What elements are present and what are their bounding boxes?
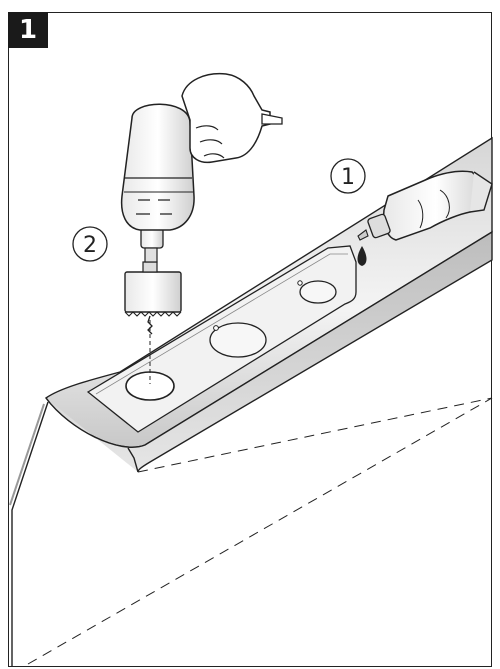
- step-number-badge: 1: [8, 12, 48, 48]
- profile-front-lip: [45, 230, 493, 473]
- power-drill-icon: [120, 72, 283, 263]
- callout-2: 2: [72, 226, 108, 262]
- callout-2-label: 2: [83, 233, 97, 258]
- wall-edge: [11, 401, 49, 667]
- adhesive-tube-icon: [357, 170, 493, 266]
- wall-edge-shadow: [9, 403, 45, 506]
- callout-1-label: 1: [341, 165, 355, 190]
- callout-1: 1: [330, 158, 366, 194]
- illustration-frame: [8, 12, 492, 667]
- drilling-template-inner: [95, 253, 348, 395]
- profile-lip-end: [127, 447, 139, 473]
- dashed-hidden-edge-upper: [137, 397, 493, 473]
- pilot-mark-right: [297, 280, 303, 286]
- marked-hole-middle: [209, 322, 267, 358]
- pilot-mark-middle: [213, 325, 219, 331]
- hole-saw-icon: [124, 261, 182, 335]
- dashed-hidden-edge-lower: [27, 397, 493, 665]
- marked-hole-right: [299, 280, 337, 304]
